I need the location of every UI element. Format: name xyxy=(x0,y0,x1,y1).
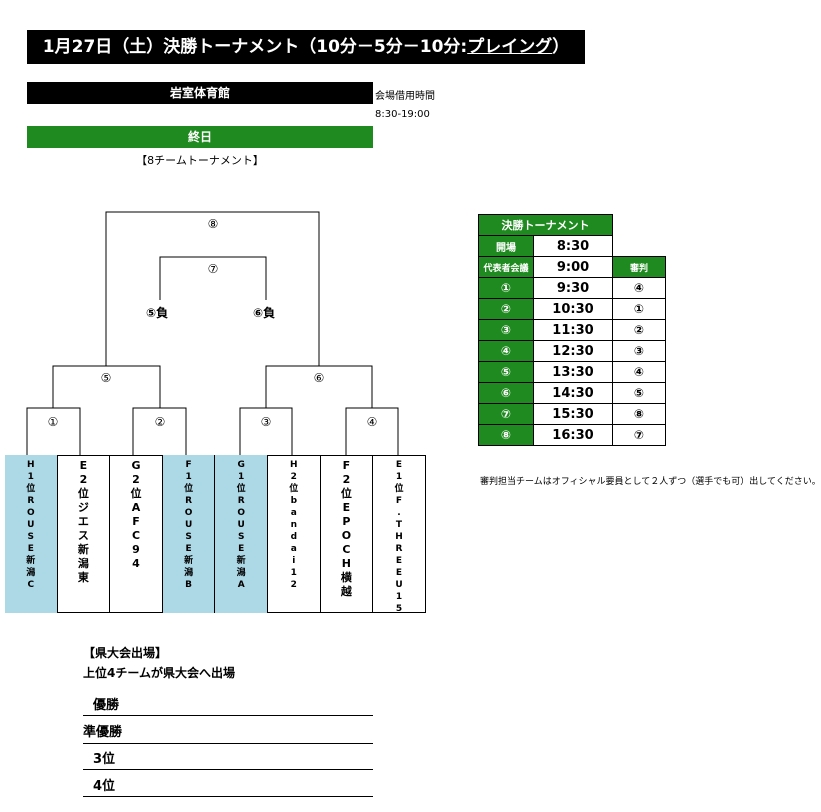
schedule-time: 16:30 xyxy=(533,424,613,446)
match-7-label: ⑦ xyxy=(198,262,228,276)
open-label: 開場 xyxy=(478,235,534,257)
schedule-game: ⑤ xyxy=(478,361,534,383)
schedule-ref: ④ xyxy=(612,361,666,383)
schedule-time: 14:30 xyxy=(533,382,613,404)
loser-5-label: ⑤負 xyxy=(146,306,169,320)
day-bar: 終日 xyxy=(27,126,373,148)
schedule-time: 12:30 xyxy=(533,340,613,362)
referee-note: 審判担当チームはオフィシャル要員として２人ずつ（選手でも可）出してください。 xyxy=(480,477,821,487)
schedule-time: 10:30 xyxy=(533,298,613,320)
match-6-label: ⑥ xyxy=(304,371,334,385)
prefectural-subtitle: 上位4チームが県大会へ出場 xyxy=(83,666,235,680)
rank-2: 準優勝 xyxy=(83,721,373,744)
team-5: G1位ROUSE新潟AG1位ROUSE新潟A xyxy=(215,455,268,613)
schedule-game: ① xyxy=(478,277,534,299)
schedule-game: ⑦ xyxy=(478,403,534,425)
schedule-ref: ⑧ xyxy=(612,403,666,425)
schedule-header: 決勝トーナメント xyxy=(478,214,613,236)
rank-4: 4位 xyxy=(83,775,373,797)
team-2: E2位ジエス新潟東E2位ジエス新潟東 xyxy=(58,455,111,613)
schedule-game: ⑧ xyxy=(478,424,534,446)
schedule-game: ⑥ xyxy=(478,382,534,404)
venue-bar: 岩室体育館 xyxy=(27,82,373,104)
open-time: 8:30 xyxy=(533,235,613,257)
match-1-label: ① xyxy=(38,415,68,429)
match-4-label: ④ xyxy=(357,415,387,429)
page-title: 1月27日（土）決勝トーナメント（10分－5分－10分:プレイング） xyxy=(27,30,585,64)
schedule-time: 11:30 xyxy=(533,319,613,341)
schedule-ref: ② xyxy=(612,319,666,341)
schedule-ref: ④ xyxy=(612,277,666,299)
referee-header: 審判 xyxy=(612,256,666,278)
schedule-time: 9:30 xyxy=(533,277,613,299)
team-7: F2位EPOCH横越F2位EPOCH横越 xyxy=(321,455,374,613)
team-1: H1位ROUSE新潟CH1位ROUSE新潟C xyxy=(5,455,58,613)
schedule-game: ④ xyxy=(478,340,534,362)
schedule-ref: ⑦ xyxy=(612,424,666,446)
schedule-ref: ① xyxy=(612,298,666,320)
meeting-time: 9:00 xyxy=(533,256,613,278)
tournament-format: 【8チームトーナメント】 xyxy=(136,154,264,167)
schedule-game: ③ xyxy=(478,319,534,341)
venue-usage-time: 8:30-19:00 xyxy=(375,109,430,120)
match-2-label: ② xyxy=(145,415,175,429)
schedule-game: ② xyxy=(478,298,534,320)
match-5-label: ⑤ xyxy=(91,371,121,385)
schedule-time: 13:30 xyxy=(533,361,613,383)
meeting-label: 代表者会議 xyxy=(478,256,534,278)
prefectural-heading: 【県大会出場】 xyxy=(83,646,168,660)
team-4: F1位ROUSE新潟BF1位ROUSE新潟B xyxy=(162,455,216,613)
schedule-time: 15:30 xyxy=(533,403,613,425)
loser-6-label: ⑥負 xyxy=(253,306,276,320)
schedule-ref: ⑤ xyxy=(612,382,666,404)
rank-1: 優勝 xyxy=(83,694,373,716)
match-8-label: ⑧ xyxy=(198,217,228,231)
venue-usage-label: 会場借用時間 xyxy=(375,91,435,102)
team-6: H2位bandai12H2位bandai12 xyxy=(268,455,321,613)
match-3-label: ③ xyxy=(251,415,281,429)
team-3: G2位AFC94G2位AFC94 xyxy=(110,455,163,613)
rank-3: 3位 xyxy=(83,748,373,770)
schedule-ref: ③ xyxy=(612,340,666,362)
